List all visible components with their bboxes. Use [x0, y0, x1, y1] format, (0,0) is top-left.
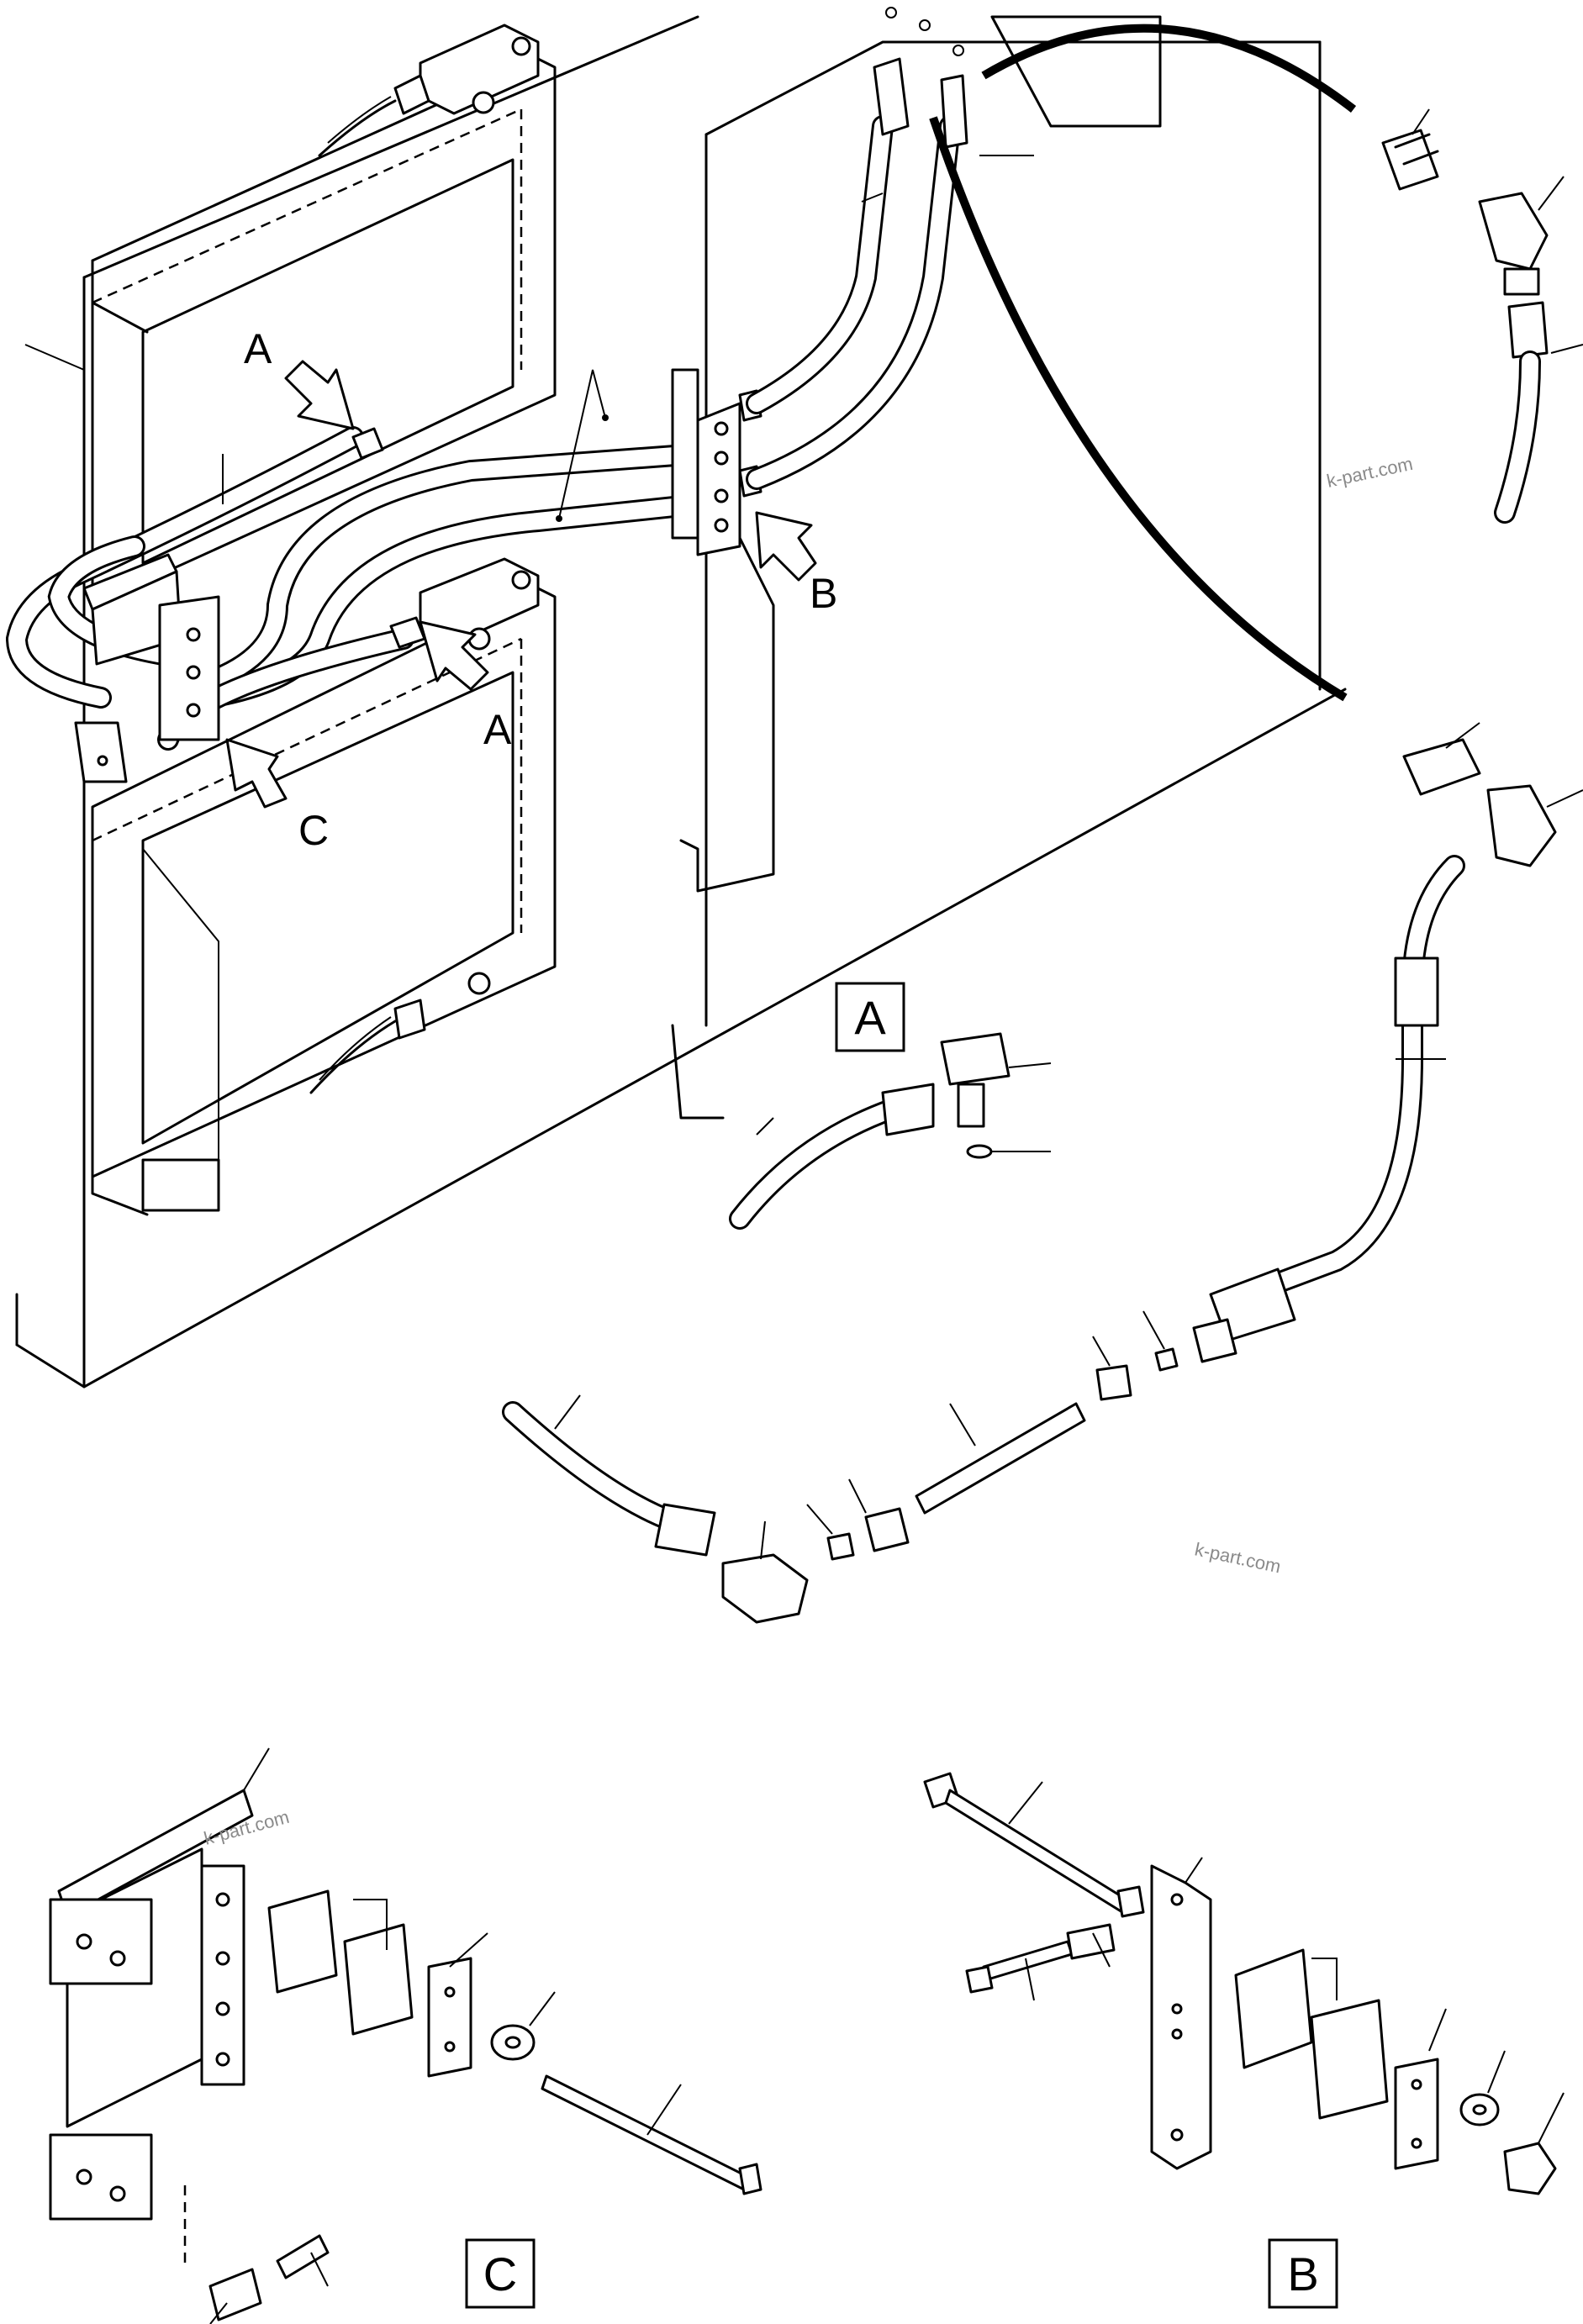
top-right-fittings	[1381, 108, 1583, 524]
arrow-b	[755, 511, 817, 582]
view-a-label-top: A	[244, 325, 272, 372]
exploded-hose-line	[502, 1310, 1237, 1624]
machine-frame	[15, 15, 1347, 1389]
bracket-b-clamp	[671, 368, 762, 556]
detail-box-c-label: C	[483, 2248, 517, 2300]
view-arrows	[225, 360, 817, 809]
detail-a-parts	[729, 1032, 1052, 1230]
detail-box-c: C	[465, 2238, 536, 2309]
lower-cooler	[91, 557, 557, 1216]
detail-c-parts	[49, 1747, 762, 2324]
detail-box-a: A	[835, 982, 905, 1052]
detail-box-b: B	[1268, 2238, 1338, 2309]
main-supply-hoses	[929, 24, 1357, 702]
rising-hoses	[746, 7, 1034, 490]
view-b-label: B	[810, 570, 837, 617]
detail-box-a-label: A	[854, 991, 886, 1044]
detail-b-parts	[923, 1772, 1565, 2195]
upper-cooler	[91, 24, 557, 607]
right-side-hose	[1209, 722, 1583, 1342]
view-c-label: C	[298, 807, 329, 854]
cooler-clamp-assembly	[74, 427, 426, 783]
arrow-a-top	[284, 360, 355, 430]
left-hose-routing	[5, 369, 709, 751]
arrow-a-bottom	[419, 620, 489, 691]
detail-box-b-label: B	[1287, 2248, 1318, 2300]
arrow-c	[225, 738, 288, 809]
watermark-2: k-part.com	[1193, 1538, 1283, 1577]
watermark-1: k-part.com	[1325, 453, 1415, 492]
view-a-label-bottom: A	[483, 706, 512, 753]
